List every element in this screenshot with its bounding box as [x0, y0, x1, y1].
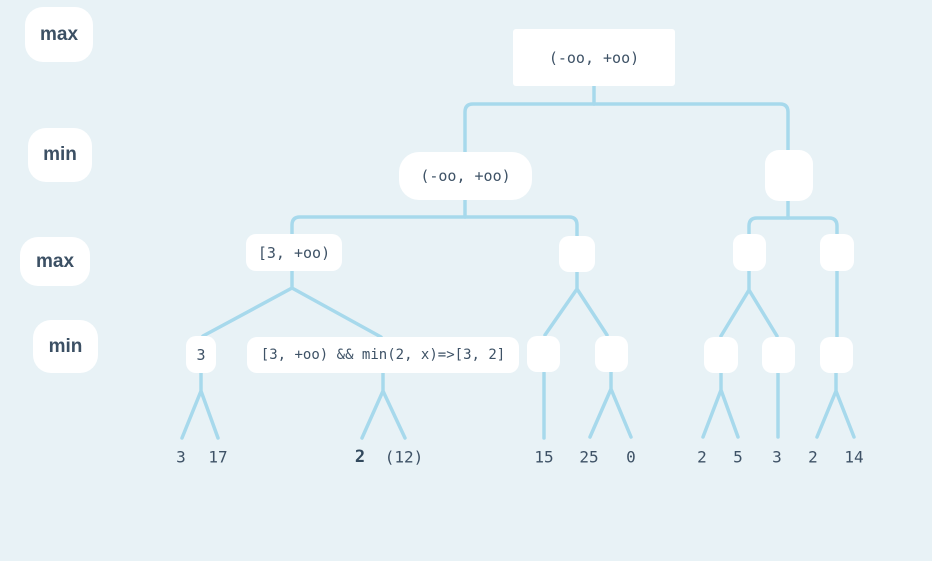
row-label-min-3: min — [33, 320, 98, 373]
tree-node-max-b — [559, 236, 595, 272]
tree-node-min-c1 — [704, 337, 738, 373]
leaf-value-11: 14 — [844, 447, 864, 467]
tree-node-max-d — [820, 234, 854, 271]
row-label-max-2: max — [20, 237, 90, 286]
edge-maxa-children — [201, 269, 383, 339]
leaf-value-4: 15 — [534, 447, 554, 467]
tree-node-min-right — [765, 150, 813, 201]
edge-minb2-leaves — [588, 370, 633, 439]
tree-node-min-a2-pruned: [3, +oo) && min(2, x)=>[3, 2] — [247, 337, 519, 373]
leaf-value-6: 0 — [626, 447, 636, 467]
leaf-value-9: 3 — [772, 447, 782, 467]
tree-node-min-b2 — [595, 336, 628, 372]
edge-mina1-leaves — [180, 371, 220, 440]
leaf-value-2: 2 — [354, 447, 366, 467]
tree-node-min-left: (-oo, +oo) — [399, 152, 532, 200]
tree-node-root-max: (-oo, +oo) — [513, 29, 675, 86]
leaf-value-3: (12) — [384, 447, 424, 467]
tree-node-max-a: [3, +oo) — [246, 234, 342, 271]
leaf-value-8: 5 — [733, 447, 743, 467]
edge-minc1-leaves — [701, 371, 740, 439]
edge-maxb-children — [543, 270, 609, 337]
tree-node-min-a1: 3 — [186, 336, 216, 373]
row-label-max-0: max — [25, 7, 93, 62]
tree-node-min-d1 — [820, 337, 853, 373]
leaf-value-0: 3 — [176, 447, 186, 467]
tree-node-min-c2 — [762, 337, 795, 373]
edge-minright-children — [747, 216, 839, 237]
edge-mina2-leaves — [360, 371, 407, 440]
leaf-value-5: 25 — [579, 447, 599, 467]
leaf-value-7: 2 — [697, 447, 707, 467]
edge-maxc-children — [719, 269, 779, 338]
tree-node-min-b1 — [527, 336, 560, 372]
row-label-min-1: min — [28, 128, 92, 182]
leaf-value-1: 17 — [208, 447, 228, 467]
edge-root-children — [463, 102, 790, 155]
edge-mind1-leaves — [815, 371, 856, 439]
leaf-value-10: 2 — [808, 447, 818, 467]
edge-minleft-children — [290, 215, 579, 238]
tree-node-max-c — [733, 234, 766, 271]
